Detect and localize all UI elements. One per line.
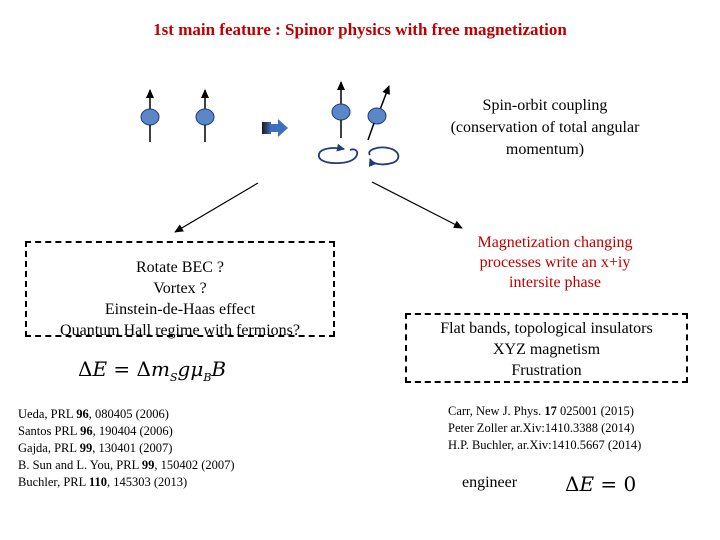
left-effects-box: Rotate BEC ? Vortex ? Einstein-de-Haas e… [25, 241, 335, 339]
eq-delta: Δ [78, 357, 93, 381]
reference-item: Carr, New J. Phys. 17 025001 (2015) [448, 404, 634, 418]
spin-tilted [367, 85, 390, 141]
left-box-line: Vortex ? [153, 280, 207, 297]
right-effects-box: Flat bands, topological insulators XYZ m… [405, 313, 688, 383]
branch-arrow-right [371, 181, 463, 229]
eq-delta: Δ [565, 472, 580, 496]
right-arrow-icon [262, 119, 288, 137]
spin-up-1 [140, 89, 160, 142]
eq-B: B [211, 357, 227, 381]
rotation-arrow-icon [318, 143, 358, 164]
references-right: Carr, New J. Phys. 17 025001 (2015) Pete… [448, 403, 708, 454]
spin-up-2 [195, 89, 215, 142]
left-box-line: Einstein-de-Haas effect [104, 301, 256, 318]
reference-item: Buchler, PRL 110, 145303 (2013) [18, 475, 188, 489]
branch-arrow-left [174, 182, 259, 233]
engineer-label: engineer [462, 474, 518, 491]
spin-up-3 [331, 81, 351, 138]
spin-orbit-label: Spin-orbit coupling (conservation of tot… [420, 95, 670, 161]
spin-orbit-line: (conservation of total angular [450, 119, 640, 136]
reference-item: Peter Zoller ar.Xiv:1410.3388 (2014) [448, 421, 635, 435]
magnetization-line: processes write an x+iy [479, 254, 631, 271]
zeeman-equation: ΔE = ΔmSgμBB [78, 357, 226, 384]
eq-sub-b: B [203, 371, 212, 384]
reference-item: B. Sun and L. You, PRL 99, 150402 (2007) [18, 458, 235, 472]
eq-E: E [579, 472, 595, 496]
eq-g: g [177, 357, 191, 381]
spin-orbit-line: Spin-orbit coupling [482, 97, 608, 114]
eq-delta-2: Δ [136, 357, 151, 381]
eq-mu: μ [190, 357, 204, 381]
right-box-line: XYZ magnetism [492, 341, 601, 358]
eq-rhs: = 0 [594, 472, 637, 496]
magnetization-line: Magnetization changing [477, 234, 633, 251]
magnetization-line: intersite phase [509, 274, 601, 291]
reference-item: Ueda, PRL 96, 080405 (2006) [18, 407, 169, 421]
reference-item: H.P. Buchler, ar.Xiv:1410.5667 (2014) [448, 438, 642, 452]
left-box-line: Quantum Hall regime with fermions? [60, 322, 300, 339]
left-box-line: Rotate BEC ? [136, 259, 224, 276]
eq-sub-s: S [169, 371, 178, 384]
slide-title: 1st main feature : Spinor physics with f… [153, 20, 567, 39]
spin-orbit-line: momentum) [505, 141, 585, 158]
eq-equals: = [107, 357, 137, 381]
reference-item: Santos PRL 96, 190404 (2006) [18, 424, 173, 438]
zero-energy-equation: ΔE = 0 [565, 472, 636, 496]
references-left: Ueda, PRL 96, 080405 (2006) Santos PRL 9… [18, 406, 308, 491]
magnetization-label: Magnetization changing processes write a… [445, 233, 665, 293]
eq-m: m [151, 357, 170, 381]
eq-E: E [92, 357, 108, 381]
reference-item: Gajda, PRL 99, 130401 (2007) [18, 441, 173, 455]
right-box-line: Frustration [511, 362, 582, 379]
right-box-line: Flat bands, topological insulators [440, 320, 653, 337]
rotation-arrow-icon-2 [368, 146, 400, 167]
